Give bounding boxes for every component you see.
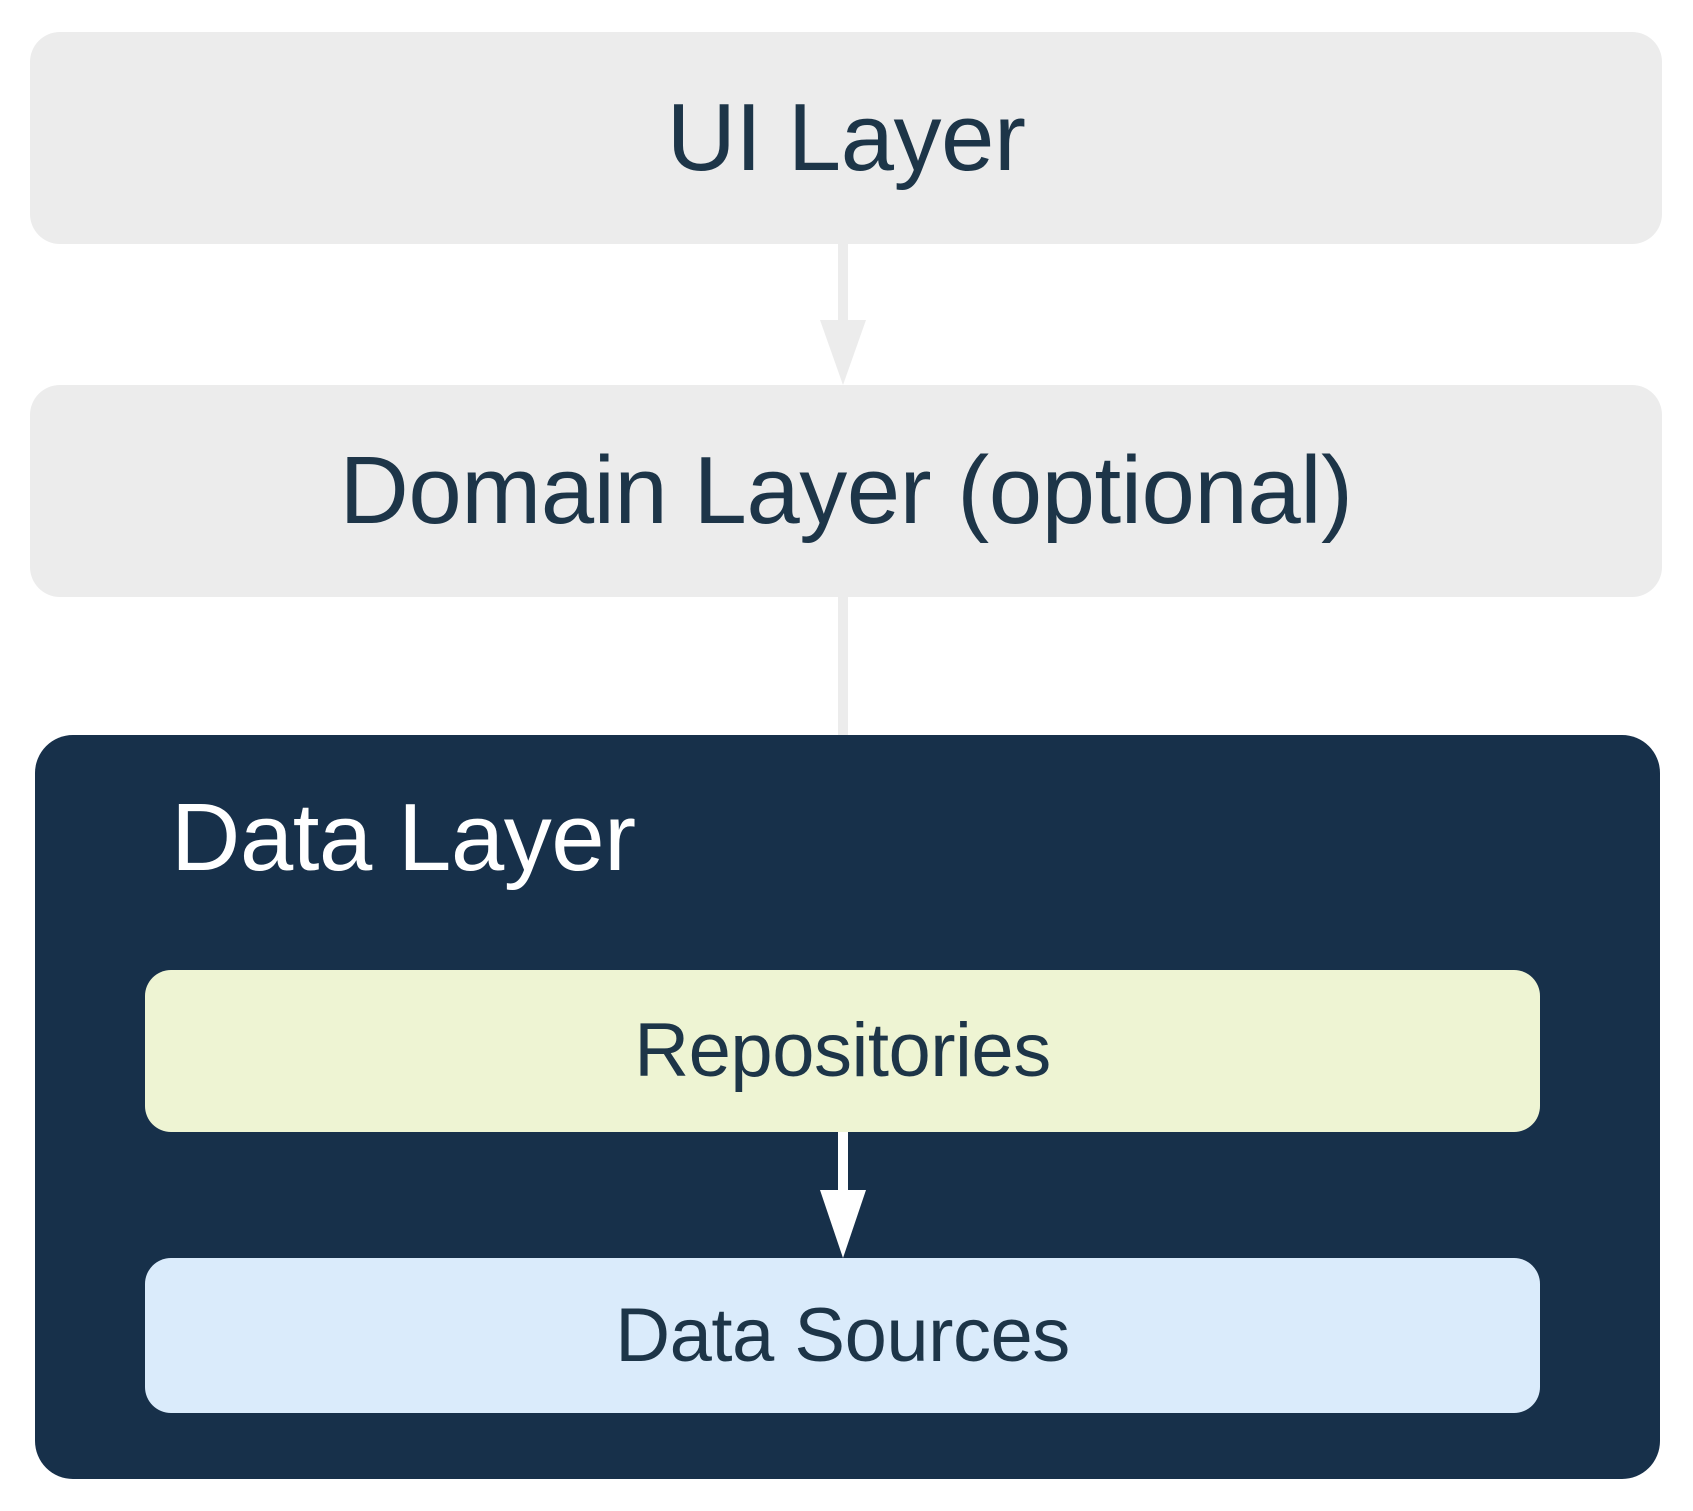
domain-layer-label: Domain Layer (optional) xyxy=(339,437,1354,544)
repositories-label: Repositories xyxy=(634,1008,1051,1093)
data-sources-label: Data Sources xyxy=(615,1292,1070,1378)
arrow-ui-to-domain-icon xyxy=(820,244,866,385)
ui-layer-box[interactable]: UI Layer xyxy=(30,32,1662,244)
ui-layer-label: UI Layer xyxy=(666,84,1026,191)
data-layer-box[interactable]: Data Layer Repositories Data Sources xyxy=(35,735,1660,1479)
repositories-box[interactable]: Repositories xyxy=(145,970,1540,1132)
domain-layer-box[interactable]: Domain Layer (optional) xyxy=(30,385,1662,597)
data-sources-box[interactable]: Data Sources xyxy=(145,1258,1540,1413)
data-layer-label: Data Layer xyxy=(171,784,636,891)
